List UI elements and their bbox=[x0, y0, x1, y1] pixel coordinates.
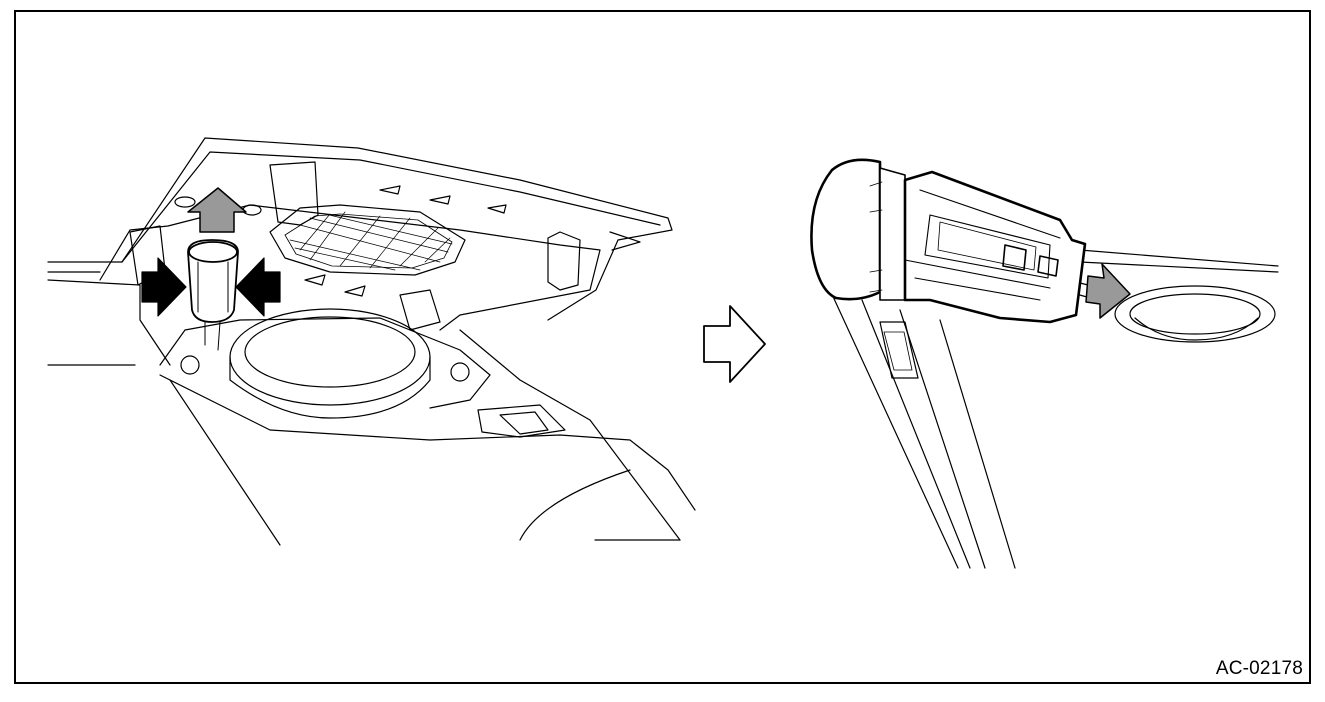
clip-post-b bbox=[547, 231, 581, 291]
lamp-lens bbox=[159, 308, 491, 419]
small-tab bbox=[477, 404, 566, 438]
pillar-line-b bbox=[861, 299, 971, 569]
hollow-step-arrow bbox=[703, 305, 766, 383]
small-tab-inner bbox=[499, 411, 549, 435]
console-lower-edge bbox=[47, 279, 171, 366]
pillar-line-d bbox=[939, 319, 1016, 569]
gray-up-arrow bbox=[187, 187, 247, 233]
console-edge-right bbox=[459, 329, 681, 541]
sensor-detail-lines bbox=[869, 181, 1061, 301]
left-panel-illustration bbox=[47, 137, 696, 546]
sensor-body-right bbox=[810, 158, 1087, 324]
console-curve-a bbox=[519, 469, 631, 541]
ring-hole bbox=[1114, 285, 1276, 343]
console-inner-ridge bbox=[121, 151, 661, 263]
console-line-down bbox=[169, 379, 281, 546]
pillar-line-c bbox=[899, 309, 986, 569]
console-outer-outline bbox=[47, 137, 673, 321]
trim-line-b bbox=[1079, 261, 1279, 273]
speaker-grille bbox=[269, 204, 466, 276]
bracket-right bbox=[399, 289, 441, 331]
inner-tray bbox=[99, 204, 601, 331]
black-right-arrow bbox=[141, 257, 187, 317]
trim-line-a bbox=[1079, 249, 1279, 267]
pillar-rect-inner bbox=[883, 331, 913, 371]
gray-pull-arrow bbox=[1085, 263, 1131, 319]
console-lower-body bbox=[159, 374, 696, 511]
tray-lip bbox=[609, 231, 641, 251]
right-panel-illustration bbox=[810, 158, 1279, 569]
figure-frame bbox=[14, 10, 1311, 684]
pillar-rect bbox=[879, 321, 919, 379]
figure-id-label: AC-02178 bbox=[1215, 658, 1303, 679]
black-left-arrow bbox=[235, 257, 281, 317]
pillar-line-a bbox=[829, 289, 959, 569]
clip-post-a bbox=[269, 161, 319, 226]
sensor-body-left bbox=[187, 239, 239, 351]
